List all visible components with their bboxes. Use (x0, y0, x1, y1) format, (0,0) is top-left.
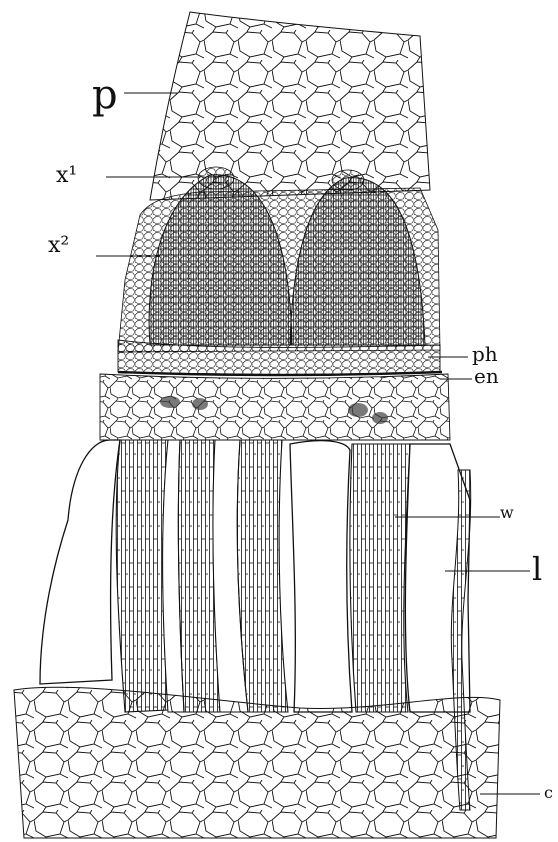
svg-text:w: w (500, 503, 514, 522)
cortex-upper-band (100, 374, 450, 440)
upper-parenchyma (150, 12, 430, 200)
svg-text:en: en (474, 364, 499, 388)
fibre-strand-3 (237, 440, 288, 712)
fibre-strand-1 (116, 440, 168, 712)
svg-text:l: l (532, 550, 542, 588)
svg-text:p: p (92, 72, 118, 118)
svg-text:x²: x² (48, 233, 69, 258)
lacuna-central (290, 441, 352, 712)
label-p: p (92, 72, 178, 118)
lower-cortex (14, 687, 500, 838)
svg-text:x¹: x¹ (56, 163, 77, 188)
fibre-strand-4 (350, 444, 410, 712)
vascular-region (118, 167, 442, 375)
svg-text:ph: ph (472, 342, 498, 366)
label-en: en (440, 364, 499, 388)
lacuna-left (40, 440, 120, 684)
svg-text:c: c (544, 783, 553, 802)
